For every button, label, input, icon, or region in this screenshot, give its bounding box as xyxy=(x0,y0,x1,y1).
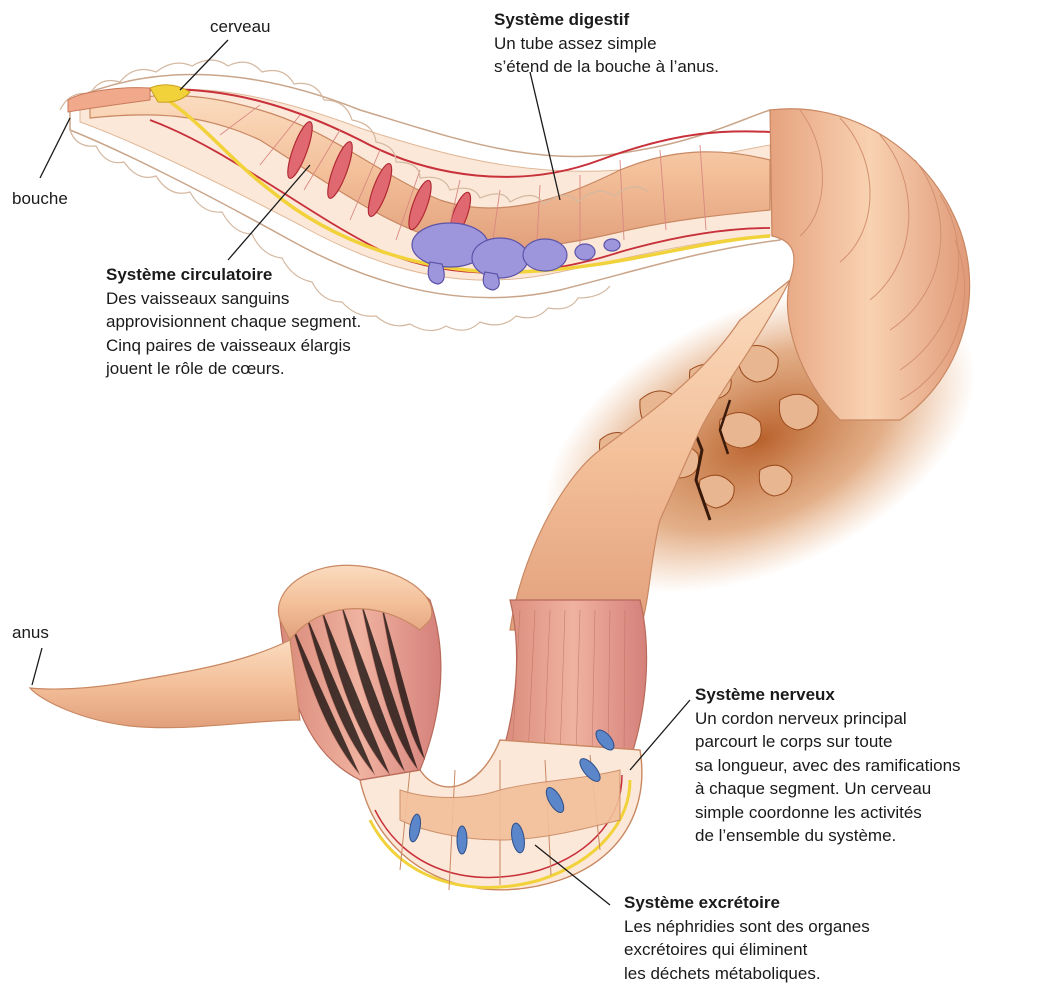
excretoire-line: les déchets métaboliques. xyxy=(624,962,870,986)
nerveux-line: parcourt le corps sur toute xyxy=(695,730,961,754)
circulatoire-line: jouent le rôle de cœurs. xyxy=(106,357,361,381)
title-systeme-circulatoire: Système circulatoire xyxy=(106,263,361,287)
title-systeme-nerveux: Système nerveux xyxy=(695,683,961,707)
excretoire-line: excrétoires qui éliminent xyxy=(624,938,870,962)
block-systeme-excretoire: Système excrétoire Les néphridies sont d… xyxy=(624,891,870,985)
nerveux-line: simple coordonne les activités xyxy=(695,801,961,825)
nerveux-line: Un cordon nerveux principal xyxy=(695,707,961,731)
block-systeme-circulatoire: Système circulatoire Des vaisseaux sangu… xyxy=(106,263,361,381)
title-systeme-excretoire: Système excrétoire xyxy=(624,891,870,915)
nerveux-line: sa longueur, avec des ramifications xyxy=(695,754,961,778)
block-systeme-digestif: Système digestif Un tube assez simple s’… xyxy=(494,8,719,79)
circulatoire-line: approvisionnent chaque segment. xyxy=(106,310,361,334)
digestif-line: Un tube assez simple xyxy=(494,32,719,56)
excretoire-line: Les néphridies sont des organes xyxy=(624,915,870,939)
circulatoire-line: Cinq paires de vaisseaux élargis xyxy=(106,334,361,358)
circulatoire-line: Des vaisseaux sanguins xyxy=(106,287,361,311)
leader-anus xyxy=(32,648,42,685)
nerveux-line: à chaque segment. Un cerveau xyxy=(695,777,961,801)
leader-bouche xyxy=(40,118,70,178)
block-systeme-nerveux: Système nerveux Un cordon nerveux princi… xyxy=(695,683,961,848)
label-cerveau: cerveau xyxy=(210,16,270,38)
nerveux-line: de l’ensemble du système. xyxy=(695,824,961,848)
label-bouche: bouche xyxy=(12,188,68,210)
label-anus: anus xyxy=(12,622,49,644)
title-systeme-digestif: Système digestif xyxy=(494,8,719,32)
digestif-line: s’étend de la bouche à l’anus. xyxy=(494,55,719,79)
